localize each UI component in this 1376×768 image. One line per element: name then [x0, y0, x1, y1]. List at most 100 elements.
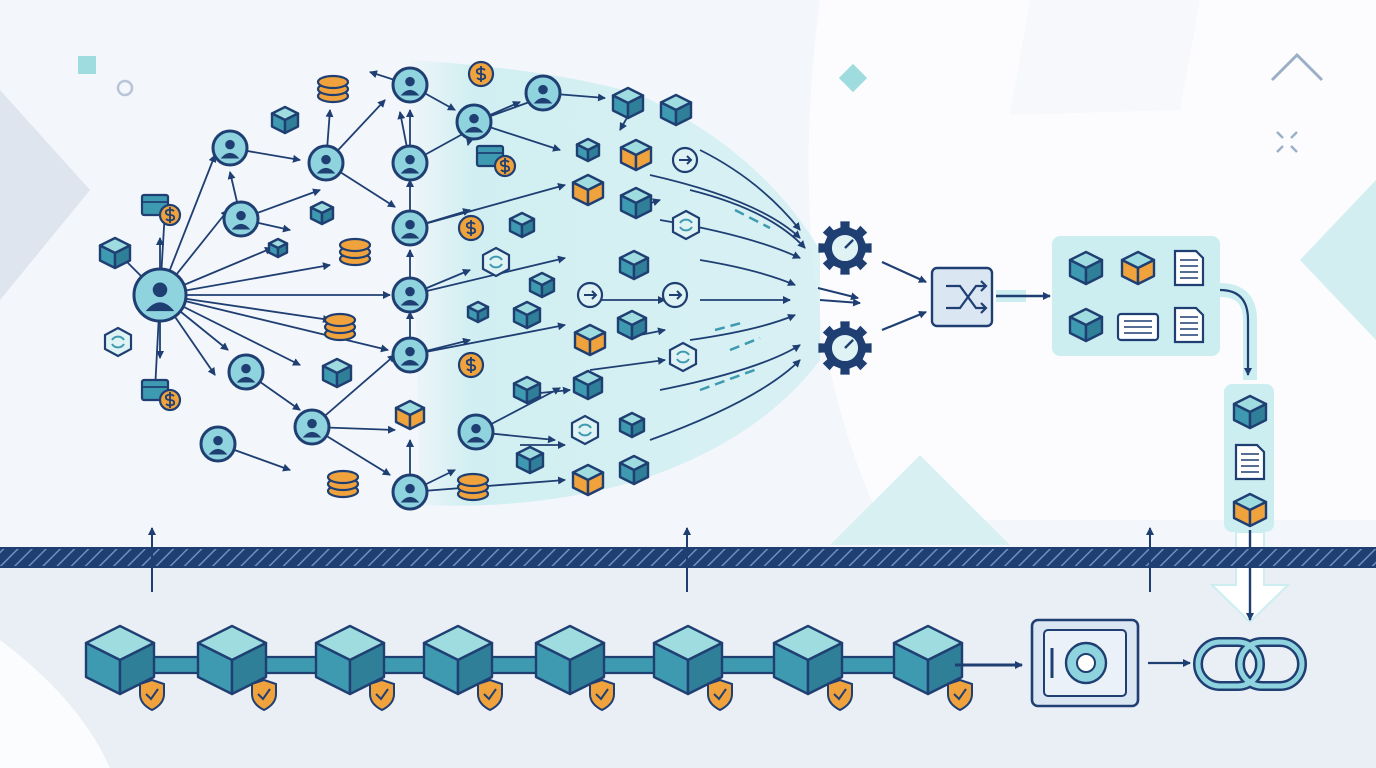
recycle-icon — [671, 209, 701, 241]
recycle-icon-part — [679, 218, 693, 232]
processing-gears-part — [881, 260, 927, 284]
cube-icon-part — [588, 331, 607, 357]
user-icon-part — [471, 423, 481, 434]
shield-check-icon-part — [477, 678, 503, 712]
cube-icon — [84, 624, 156, 696]
network-nodes — [98, 60, 701, 511]
sparkle-icon-part — [1290, 145, 1298, 153]
document-icon — [1173, 249, 1205, 287]
cube-icon — [619, 138, 653, 172]
dollar-coin-icon-part — [465, 357, 477, 373]
cube-icon — [1120, 250, 1156, 286]
user-icon-part — [241, 363, 251, 374]
shield-check-icon — [251, 678, 277, 712]
cube-icon — [309, 200, 335, 226]
cube-icon — [394, 399, 426, 431]
output-column-part — [1219, 288, 1252, 376]
recycle-icon-part — [489, 255, 503, 269]
recycle-icon-part — [671, 209, 701, 241]
cube-icon-part — [408, 406, 426, 431]
cube-icon — [508, 211, 536, 239]
user-icon-part — [533, 97, 553, 104]
recycle-icon-part — [103, 326, 133, 358]
cube-icon — [618, 454, 650, 486]
cube-icon-part — [586, 471, 605, 497]
cube-icon — [618, 411, 646, 439]
cube-icon-part — [1084, 315, 1104, 343]
network-edges-part — [409, 255, 566, 296]
user-icon — [391, 473, 429, 511]
user-icon — [222, 200, 260, 238]
flow-streams-part — [734, 208, 771, 230]
user-icon-part — [405, 154, 415, 165]
cube-icon — [267, 237, 289, 259]
recycle-icon — [481, 246, 511, 278]
cube-icon — [512, 375, 542, 405]
user-icon-part — [405, 346, 415, 357]
background-shapes-part — [830, 455, 1010, 545]
cube-icon — [512, 300, 542, 330]
cube-icon-part — [586, 143, 601, 163]
dollar-coin-icon — [457, 351, 485, 379]
cube-icon-part — [626, 94, 645, 120]
sparkle-icon-part — [1276, 145, 1284, 153]
user-icon — [455, 103, 493, 141]
flow-streams-part — [714, 320, 746, 332]
gear-icon-part — [844, 239, 854, 249]
document-icon — [1173, 306, 1205, 344]
user-icon-part — [400, 496, 420, 503]
cube-icon — [98, 236, 132, 270]
arrow-right-icon — [661, 281, 689, 309]
user-icon — [457, 413, 495, 451]
coin-stack-icon-part — [338, 237, 372, 253]
document-icon-part — [1173, 249, 1205, 287]
dollar-coin-icon — [493, 154, 517, 178]
block-cube — [772, 624, 853, 712]
cube-icon-part — [586, 376, 604, 401]
user-icon — [391, 144, 429, 182]
cube-icon-part — [634, 146, 653, 172]
sparkle-icon-part — [1290, 131, 1298, 139]
document-icon-part — [1173, 306, 1205, 344]
flow-streams-part — [659, 344, 801, 391]
cube-icon-part — [630, 316, 648, 341]
cube-icon-part — [1248, 500, 1268, 528]
recycle-icon-part — [111, 335, 125, 349]
user-icon — [391, 66, 429, 104]
block-cube — [892, 624, 973, 712]
shield-check-icon — [589, 678, 615, 712]
user-icon-part — [152, 282, 168, 298]
user-icon-part — [307, 418, 317, 429]
shield-check-icon-part — [953, 688, 967, 701]
background-shapes-part — [0, 640, 110, 768]
cube-icon — [422, 624, 494, 696]
arrow-right-icon — [671, 146, 699, 174]
cube-icon-part — [1084, 258, 1104, 286]
user-icon-part — [405, 76, 415, 87]
shield-check-icon-part — [589, 678, 615, 712]
shield-check-icon-part — [369, 678, 395, 712]
user-icon-part — [208, 448, 228, 455]
arrow-right-icon-part — [584, 290, 598, 300]
vault-icon-part — [1076, 653, 1096, 673]
user-icon-part — [405, 219, 415, 230]
arrow-right-icon — [576, 281, 604, 309]
background-shapes-part — [78, 56, 96, 74]
recycle-icon-part — [676, 350, 690, 364]
blockchain-row — [84, 618, 1307, 712]
shield-check-icon — [707, 678, 733, 712]
user-icon — [293, 408, 331, 446]
shuffle-icon-part — [946, 284, 986, 310]
shield-check-icon-part — [713, 688, 727, 701]
user-icon-part — [220, 152, 240, 159]
user-icon-part — [316, 167, 336, 174]
cube-icon — [571, 173, 605, 207]
network-edges-part — [159, 294, 331, 323]
cube-icon-part — [674, 101, 693, 127]
dollar-coin-icon-part — [164, 207, 176, 223]
package-icon — [140, 378, 182, 412]
output-section — [930, 236, 1291, 624]
sparkle-icon — [1276, 131, 1298, 153]
processing-gears-part — [881, 310, 927, 332]
